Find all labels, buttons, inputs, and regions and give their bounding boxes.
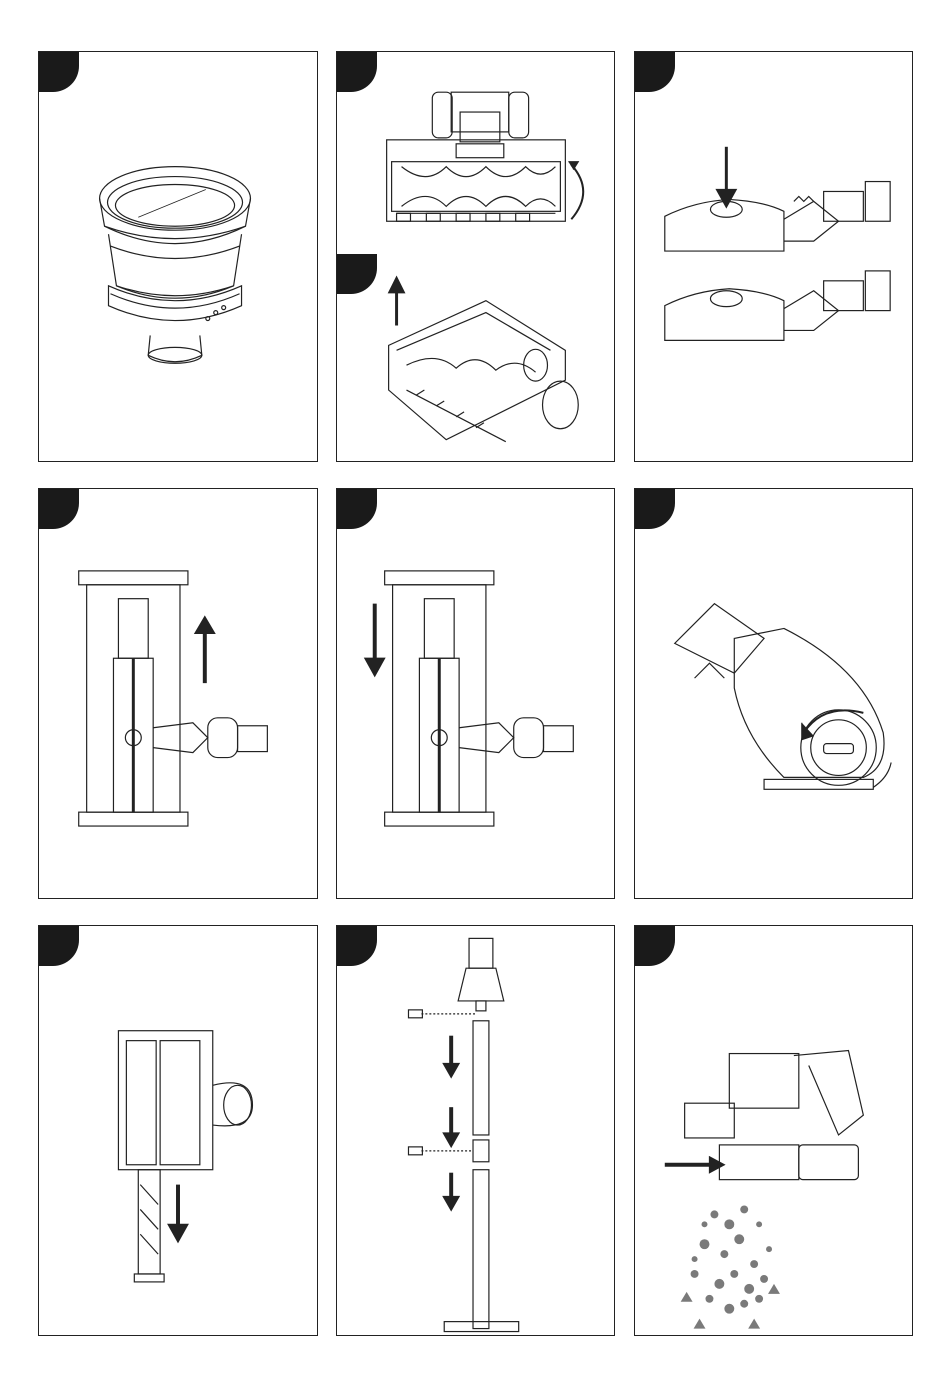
panel-motor-head-cap	[634, 488, 913, 899]
panel-brush-remove	[38, 925, 318, 1336]
panel-nozzle-release	[634, 51, 913, 462]
brush-remove-illustration	[39, 926, 317, 1335]
dust-empty-illustration	[635, 926, 912, 1335]
panel-head-slide-up	[38, 488, 318, 899]
nozzle-release-illustration	[635, 52, 912, 461]
brush-roll-illustration	[337, 52, 614, 461]
head-slide-up-illustration	[39, 489, 317, 898]
panel-filter-cup	[38, 51, 318, 462]
panel-brush-roll-open	[336, 51, 615, 462]
head-slide-down-illustration	[337, 489, 614, 898]
dust-particles	[681, 1205, 780, 1328]
panel-dust-empty	[634, 925, 913, 1336]
filter-cup-illustration	[39, 52, 317, 461]
motor-head-cap-illustration	[635, 489, 912, 898]
tube-assembly-illustration	[337, 926, 614, 1335]
panel-tube-assembly	[336, 925, 615, 1336]
panel-head-slide-down	[336, 488, 615, 899]
